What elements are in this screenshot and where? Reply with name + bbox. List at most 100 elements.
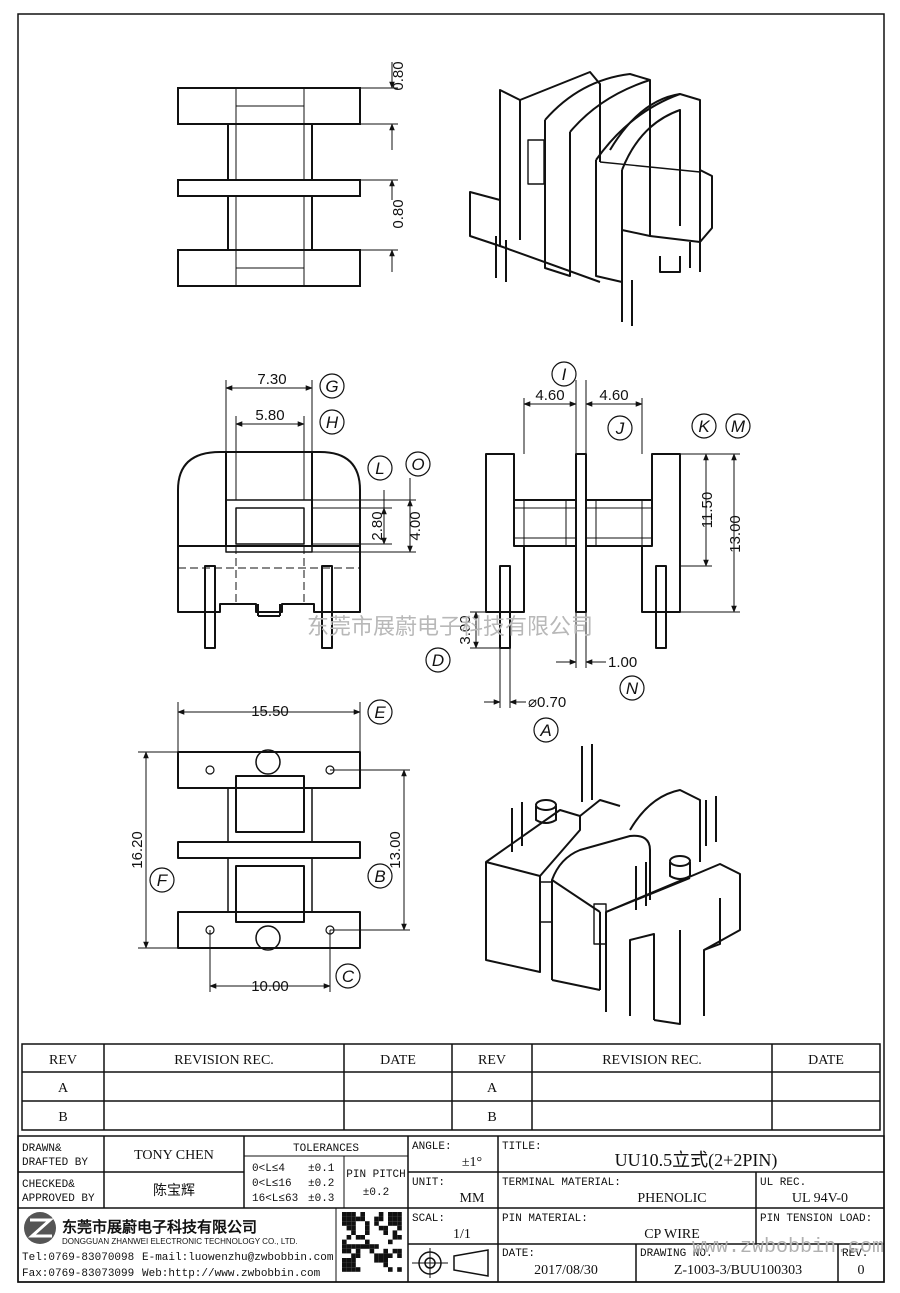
drawing-no-label: DRAWING NO.: [640, 1248, 713, 1260]
dim-front-7-30: 7.30: [257, 371, 286, 388]
label-j: J: [615, 419, 625, 438]
dim-side-3-00: 3.00: [457, 615, 474, 644]
side-view: [470, 380, 740, 708]
projection-symbol: [412, 1248, 489, 1278]
company-name-en: DONGGUAN ZHANWEI ELECTRONIC TECHNOLOGY C…: [62, 1237, 298, 1246]
rev-header-5: REVISION REC.: [602, 1053, 702, 1068]
dim-side-pin-diameter: ⌀0.70: [528, 694, 566, 711]
rev-row-a-left: A: [58, 1081, 69, 1096]
dim-bottom-15-50: 15.50: [251, 703, 289, 720]
dim-side-13-00: 13.00: [727, 515, 744, 553]
drawn-label: DRAWN&: [22, 1143, 62, 1155]
title-label: TITLE:: [502, 1141, 542, 1153]
dim-bottom-13-00: 13.00: [387, 831, 404, 869]
watermark-company: 东莞市展蔚电子科技有限公司: [307, 615, 593, 640]
dim-bottom-10-00: 10.00: [251, 978, 289, 995]
ul-rec-label: UL REC.: [760, 1177, 806, 1189]
dim-side-4-60-left: 4.60: [535, 387, 564, 404]
label-n: N: [626, 679, 639, 698]
rev-header-6: DATE: [808, 1053, 844, 1068]
rev-row-b-left: B: [58, 1110, 67, 1125]
pin-pitch-value: ±0.2: [363, 1187, 389, 1199]
company-email: E-mail:luowenzhu@zwbobbin.com: [142, 1252, 334, 1264]
rev-header-1: REV: [49, 1053, 77, 1068]
label-d: D: [432, 651, 444, 670]
rev-header-2: REVISION REC.: [174, 1053, 274, 1068]
terminal-material-value: PHENOLIC: [637, 1191, 706, 1206]
unit-value: MM: [460, 1191, 485, 1206]
scale-value: 1/1: [453, 1227, 471, 1242]
front-view-callouts: [319, 373, 431, 481]
dim-front-5-80: 5.80: [255, 407, 284, 424]
label-g: G: [325, 377, 338, 396]
rev-label: REV.: [842, 1248, 868, 1260]
pin-pitch-label: PIN PITCH: [346, 1169, 405, 1181]
tol-value-2: ±0.2: [308, 1178, 334, 1190]
front-view: [177, 380, 416, 649]
label-m: M: [731, 417, 746, 436]
label-b: B: [374, 867, 385, 886]
unit-label: UNIT:: [412, 1177, 445, 1189]
bottom-view: [138, 702, 410, 992]
checked-label: CHECKED&: [22, 1179, 75, 1191]
approved-by-value: 陈宝辉: [153, 1182, 195, 1199]
label-l: L: [375, 459, 384, 478]
label-i: I: [562, 365, 567, 384]
terminal-material-label: TERMINAL MATERIAL:: [502, 1177, 621, 1189]
dim-top-2: 0.80: [390, 199, 407, 228]
pin-material-value: CP WIRE: [644, 1227, 700, 1242]
iso-view-bottom: [485, 744, 741, 1025]
dim-side-4-60-right: 4.60: [599, 387, 628, 404]
tol-range-1: 0<L≤4: [252, 1163, 285, 1175]
revision-table: [21, 1043, 881, 1131]
company-name-cn: 东莞市展蔚电子科技有限公司: [62, 1218, 257, 1236]
drawing-title: UU10.5立式(2+2PIN): [615, 1150, 778, 1171]
scale-label: SCAL:: [412, 1213, 445, 1225]
dim-side-11-50: 11.50: [699, 492, 716, 528]
date-value: 2017/08/30: [534, 1263, 598, 1278]
drafted-label: DRAFTED BY: [22, 1157, 88, 1169]
label-a: A: [539, 721, 551, 740]
tol-value-1: ±0.1: [308, 1163, 335, 1175]
side-view-callouts: [425, 361, 751, 743]
ul-rec-value: UL 94V-0: [792, 1191, 848, 1206]
company-tel: Tel:0769-83070098: [22, 1252, 134, 1264]
rev-row-a-right: A: [487, 1081, 498, 1096]
label-o: O: [411, 455, 424, 474]
rev-value: 0: [858, 1263, 865, 1278]
label-e: E: [374, 703, 386, 722]
company-web: Web:http://www.zwbobbin.com: [142, 1268, 321, 1280]
angle-value: ±1°: [462, 1155, 482, 1170]
date-label: DATE:: [502, 1248, 535, 1260]
angle-label: ANGLE:: [412, 1141, 452, 1153]
pin-material-label: PIN MATERIAL:: [502, 1213, 588, 1225]
drawing-no-value: Z-1003-3/BUU100303: [674, 1263, 802, 1278]
company-fax: Fax:0769-83073099: [22, 1268, 134, 1280]
dim-front-4-00: 4.00: [407, 511, 424, 540]
dim-bottom-16-20: 16.20: [129, 831, 146, 869]
top-view: [177, 62, 398, 287]
watermark-website: www.zwbobbin.com: [692, 1236, 884, 1259]
tolerances-label: TOLERANCES: [293, 1143, 359, 1155]
label-h: H: [326, 413, 339, 432]
label-k: K: [698, 417, 710, 436]
iso-view-top: [469, 71, 713, 326]
tol-range-3: 16<L≤63: [252, 1193, 298, 1205]
company-logo: [24, 1212, 56, 1244]
rev-row-b-right: B: [487, 1110, 496, 1125]
label-f: F: [157, 871, 169, 890]
qr-code: [342, 1212, 402, 1272]
approved-label: APPROVED BY: [22, 1193, 95, 1205]
bottom-view-callouts: [149, 699, 393, 989]
title-block-grid: [17, 1135, 885, 1283]
rev-header-4: REV: [478, 1053, 506, 1068]
tol-range-2: 0<L≤16: [252, 1178, 292, 1190]
dim-top-1: 0.80: [390, 61, 407, 90]
sheet-border: [17, 13, 885, 1283]
label-c: C: [342, 967, 355, 986]
dim-side-1-00: 1.00: [608, 654, 637, 671]
tol-value-3: ±0.3: [308, 1193, 334, 1205]
pin-tension-label: PIN TENSION LOAD:: [760, 1213, 872, 1225]
drawn-by-value: TONY CHEN: [134, 1148, 214, 1163]
